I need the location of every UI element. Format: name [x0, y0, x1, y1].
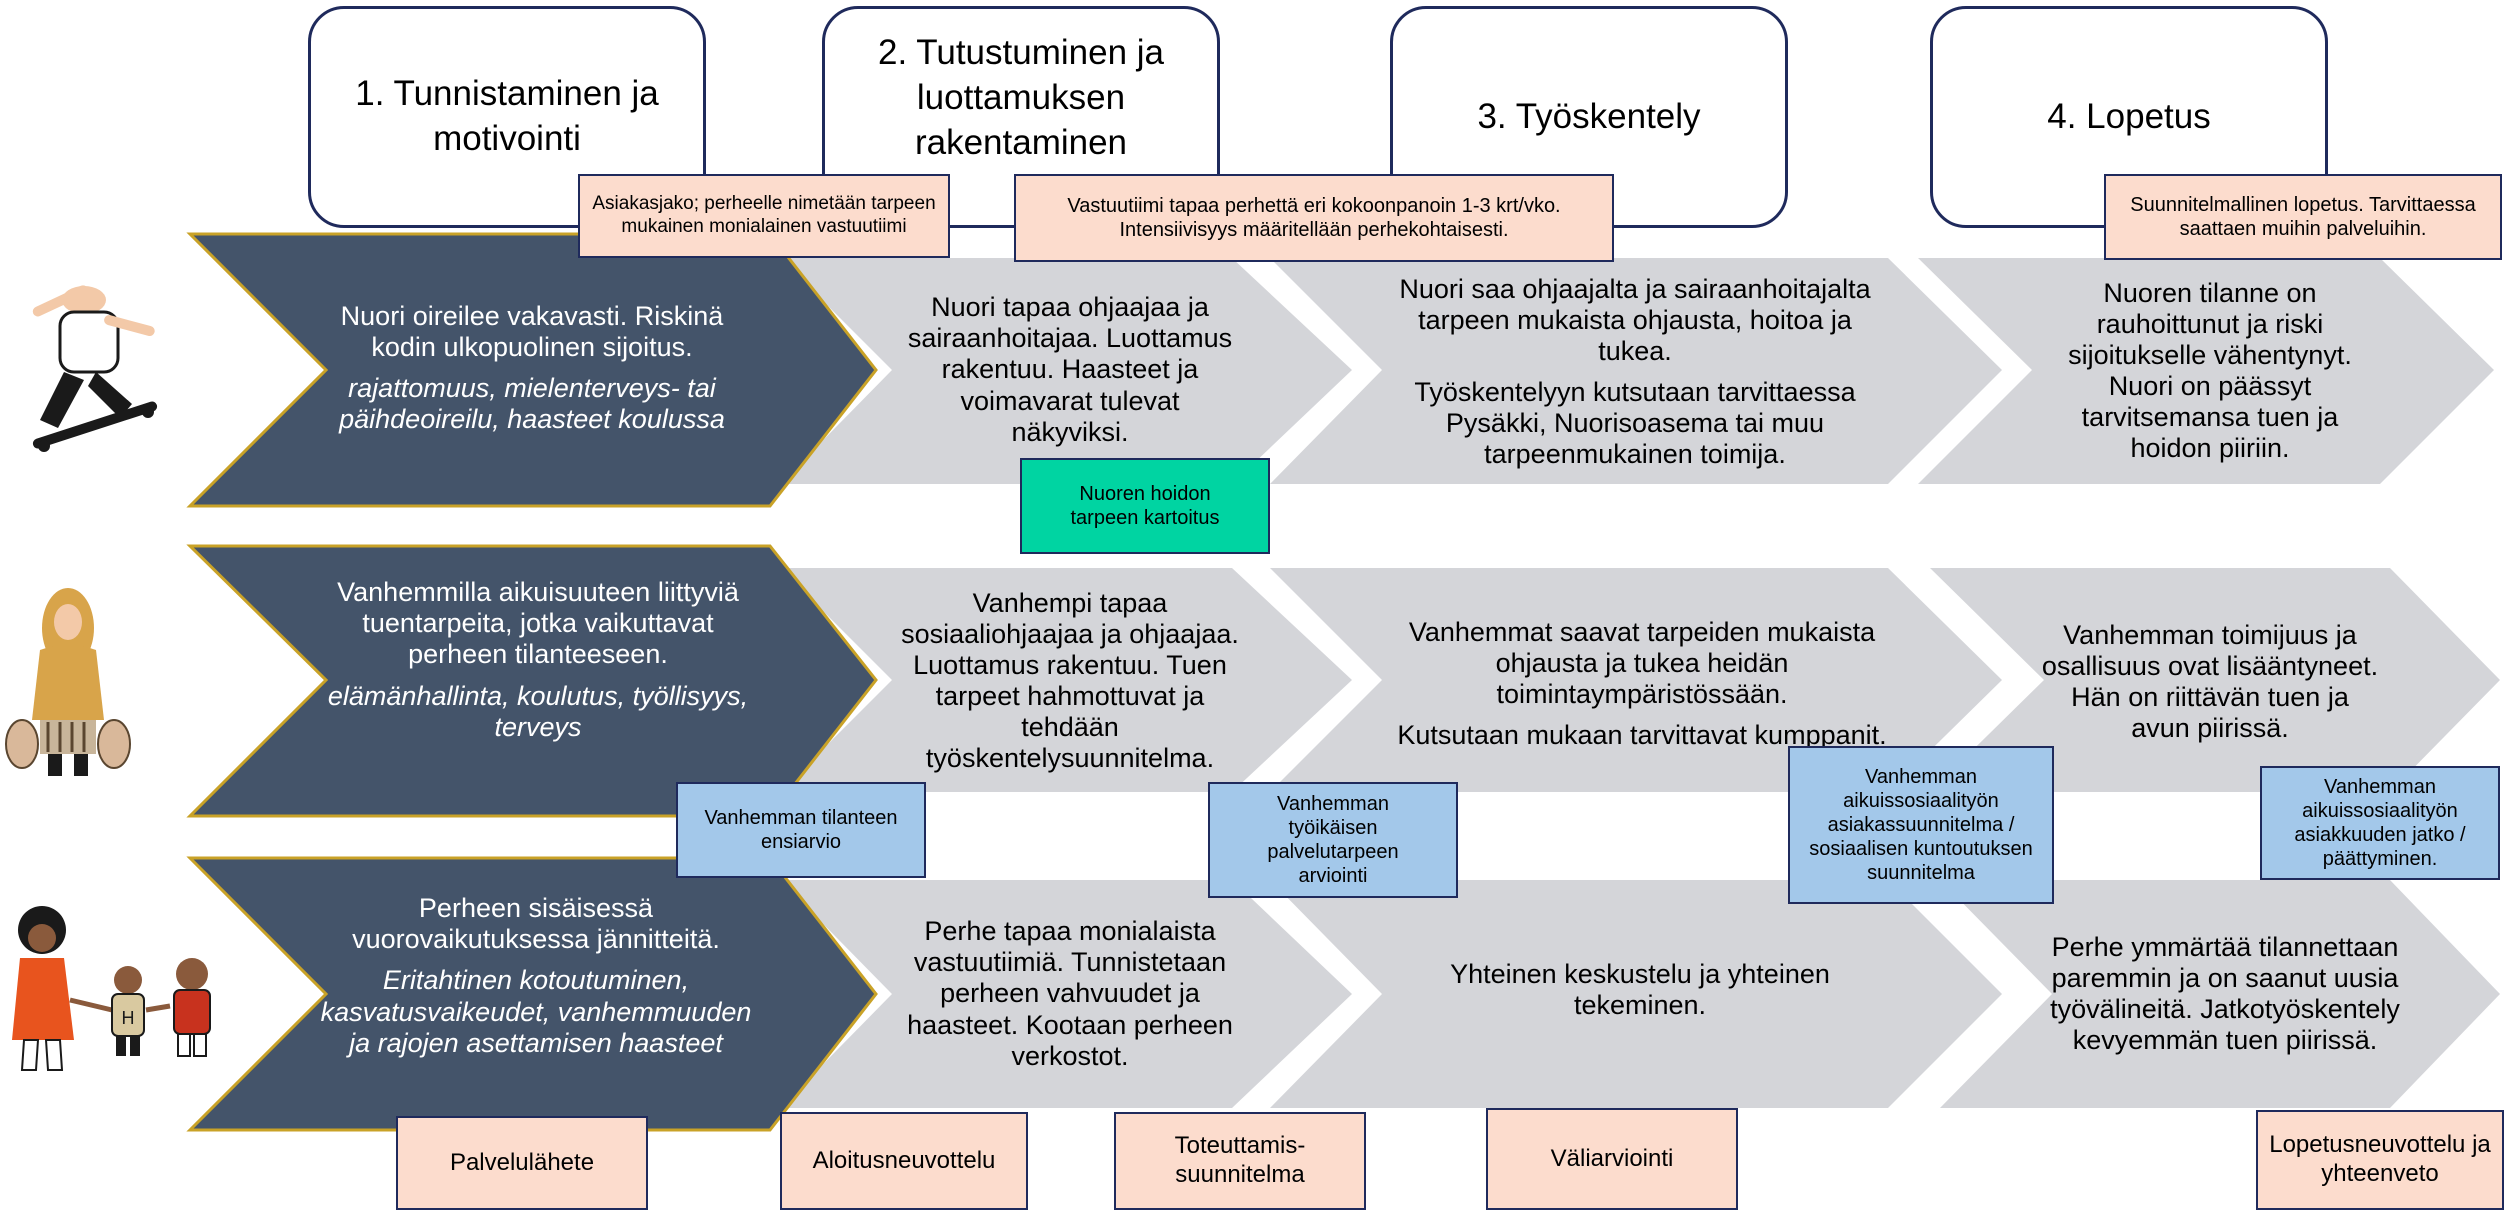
row3-phase3-arrow [1270, 880, 2002, 1108]
row2-phase3-text-a: Vanhemmat saavat tarpeiden mukaista ohja… [1408, 616, 1876, 709]
row2-intro: Vanhemmilla aikuisuuteen liittyviä tuent… [326, 560, 750, 760]
green-box-kartoitus: Nuoren hoidon tarpeen kartoitus [1020, 458, 1270, 554]
row2-phase4-text: Vanhemman toimijuus ja osallisuus ovat l… [2041, 619, 2379, 744]
family-icon: H [12, 906, 211, 1071]
svg-text:H: H [122, 1008, 135, 1028]
row1-phase2-arrow [780, 258, 1352, 484]
row2-intro-text: Vanhemmilla aikuisuuteen liittyviä tuent… [337, 577, 739, 670]
parent-with-bags-icon [5, 588, 131, 776]
row1-phase2-text: Nuori tapaa ohjaajaa ja sairaanhoitajaa.… [907, 292, 1233, 447]
row2-phase2-text: Vanhempi tapaa sosiaaliohjaajaa ja ohjaa… [901, 587, 1239, 774]
row2-phase2-text-box: Vanhempi tapaa sosiaaliohjaajaa ja ohjaa… [900, 586, 1240, 776]
row2-phase3-text-b: Kutsutaan mukaan tarvittavat kumppanit. [1397, 720, 1887, 751]
blue-box-suunnitelma: Vanhemman aikuissosiaalityön asiakassuun… [1788, 746, 2054, 904]
phase-header-4-label: 4. Lopetus [2047, 96, 2211, 136]
skateboarder-icon [32, 285, 158, 452]
milestone-toteuttamissuunnitelma: Toteuttamis-suunnitelma [1114, 1112, 1366, 1210]
milestone-lopetusneuvottelu: Lopetusneuvottelu ja yhteenveto [2256, 1110, 2504, 1210]
row1-phase3-text-a: Nuori saa ohjaajalta ja sairaanhoitajalt… [1399, 273, 1871, 366]
row2-phase4-arrow [1930, 568, 2500, 792]
row3-intro-italic: Eritahtinen kotoutuminen, kasvatusvaikeu… [320, 965, 752, 1058]
row1-phase4-text-box: Nuoren tilanne on rauhoittunut ja riski … [2040, 276, 2380, 466]
callout-lopetus: Suunnitelmallinen lopetus. Tarvittaessa … [2104, 174, 2502, 260]
row2-phase3-arrow [1270, 568, 2002, 792]
milestone-valiarviointi: Väliarviointi [1486, 1108, 1738, 1210]
row1-intro-text: Nuori oireilee vakavasti. Riskinä kodin … [340, 300, 724, 362]
row2-phase3-text-box: Vanhemmat saavat tarpeiden mukaista ohja… [1376, 594, 1908, 774]
milestone-palvelulahete: Palvelulähete [396, 1116, 648, 1210]
row3-intro: Perheen sisäisessä vuorovaikutuksessa jä… [318, 866, 754, 1086]
row3-phase3-text: Yhteinen keskustelu ja yhteinen tekemine… [1450, 958, 1830, 1020]
row3-phase2-text: Perhe tapaa monialaista vastuutiimiä. Tu… [907, 916, 1233, 1071]
row1-phase3-text-box: Nuori saa ohjaajalta ja sairaanhoitajalt… [1386, 272, 1884, 472]
row2-intro-italic: elämänhallinta, koulutus, työllisyys, te… [327, 680, 749, 742]
row3-phase4-text-box: Perhe ymmärtää tilannettaan paremmin ja … [2050, 894, 2400, 1094]
row1-intro-italic: rajattomuus, mielenterveys- tai päihdeoi… [339, 373, 725, 435]
callout-asiakasjako: Asiakasjako; perheelle nimetään tarpeen … [578, 174, 950, 258]
row3-intro-text: Perheen sisäisessä vuorovaikutuksessa jä… [352, 893, 720, 955]
callout-vastuutiimi: Vastuutiimi tapaa perhettä eri kokoonpan… [1014, 174, 1614, 262]
row1-intro: Nuori oireilee vakavasti. Riskinä kodin … [320, 268, 744, 468]
row2-phase4-text-box: Vanhemman toimijuus ja osallisuus ovat l… [2040, 592, 2380, 772]
row1-phase3-text-b: Työskentelyyn kutsutaan tarvittaessa Pys… [1414, 377, 1856, 470]
blue-box-jatko: Vanhemman aikuissosiaalityön asiakkuuden… [2260, 766, 2500, 880]
row1-phase2-text-box: Nuori tapaa ohjaajaa ja sairaanhoitajaa.… [900, 290, 1240, 450]
row3-phase2-text-box: Perhe tapaa monialaista vastuutiimiä. Tu… [900, 894, 1240, 1094]
phase-header-1-label: 1. Tunnistaminen ja motivointi [355, 74, 659, 158]
row3-phase3-text-box: Yhteinen keskustelu ja yhteinen tekemine… [1410, 950, 1870, 1030]
blue-box-palvelutarve: Vanhemman työikäisen palvelutarpeen arvi… [1208, 782, 1458, 898]
row2-phase2-arrow [780, 568, 1352, 792]
milestone-aloitusneuvottelu: Aloitusneuvottelu [780, 1112, 1028, 1210]
row1-phase3-arrow [1270, 258, 2002, 484]
row3-phase4-arrow [1940, 880, 2500, 1108]
row1-phase4-text: Nuoren tilanne on rauhoittunut ja riski … [2068, 277, 2352, 464]
phase-header-3-label: 3. Työskentely [1477, 96, 1701, 136]
row3-phase4-text: Perhe ymmärtää tilannettaan paremmin ja … [2050, 931, 2400, 1056]
blue-box-ensiarvio: Vanhemman tilanteen ensiarvio [676, 782, 926, 878]
phase-header-2-label: 2. Tutustuminen ja luottamuksen rakentam… [878, 33, 1164, 162]
row1-phase4-arrow [1918, 258, 2494, 484]
row3-phase2-arrow [780, 880, 1352, 1108]
